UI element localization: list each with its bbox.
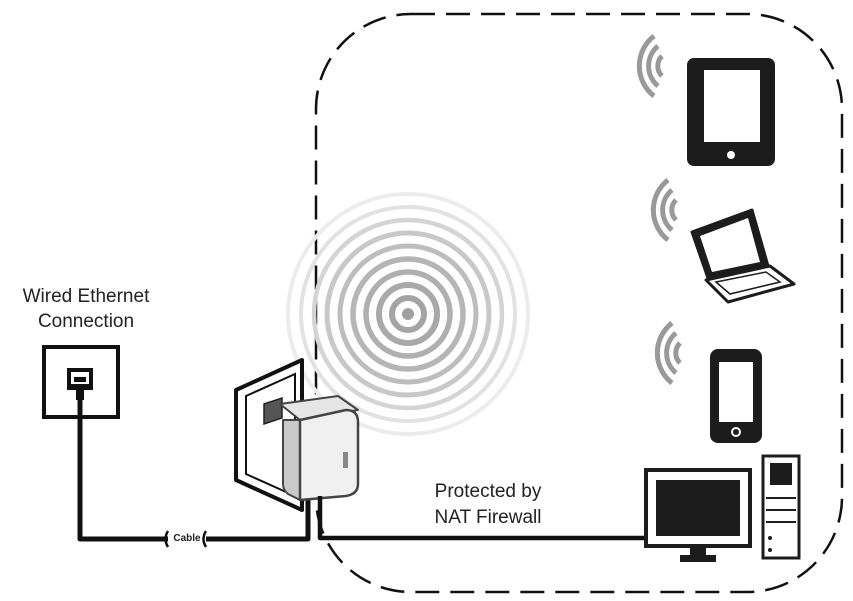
wifi-icon-phone [654,321,682,385]
cable-break-marks [164,530,208,548]
wired-ethernet-label-line1: Wired Ethernet [22,286,150,307]
tablet-icon [687,58,775,166]
cable-label: Cable [173,533,201,544]
nat-firewall-label-line1: Protected by [434,481,542,502]
desktop-computer-icon [644,454,801,562]
wifi-icon-laptop [650,178,678,242]
lan-cable [317,496,648,541]
wifi-icon-tablet [636,34,664,98]
wifi-signal-ripples [286,192,530,436]
wired-ethernet-label-line2: Connection [37,311,135,332]
laptop-icon [690,208,796,304]
travel-router-icon [263,395,360,502]
nat-firewall-label-line2: NAT Firewall [434,507,542,528]
smartphone-icon [710,349,762,443]
